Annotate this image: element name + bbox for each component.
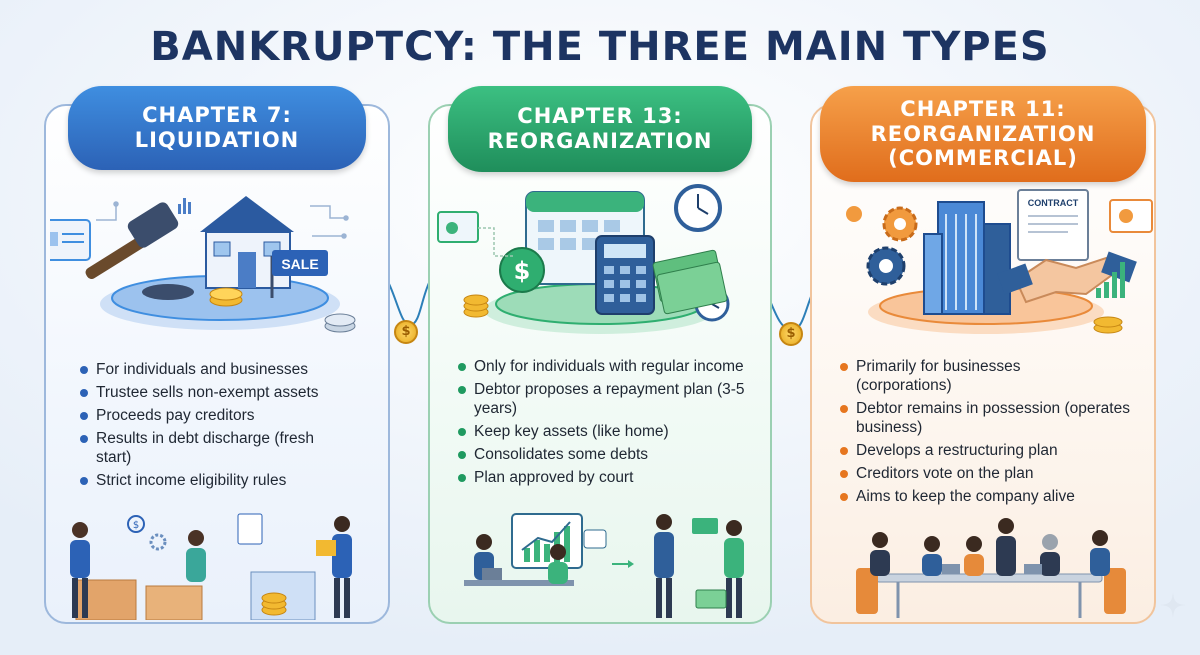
gears-icon: [846, 206, 918, 286]
chapter7-heading-line2: LIQUIDATION: [134, 128, 300, 152]
chapter13-heading: CHAPTER 13: REORGANIZATION: [448, 86, 752, 172]
chapter11-heading-line2: REORGANIZATION: [870, 121, 1096, 146]
list-item: Plan approved by court: [456, 468, 766, 487]
coin-symbol: $: [133, 520, 139, 531]
coin-symbol: $: [514, 257, 531, 285]
list-item: Proceeds pay creditors: [78, 406, 378, 425]
dollar-coin-icon: $: [779, 322, 803, 346]
browser-window-icon: [50, 219, 91, 261]
list-item: Primarily for businesses (corporations): [838, 357, 1068, 395]
list-item: Only for individuals with regular income: [456, 357, 756, 376]
list-item: Keep key assets (like home): [456, 422, 766, 441]
sparkle-icon: [1160, 592, 1186, 618]
people-working-icon: [464, 513, 744, 618]
chapter11-bullet-list: Primarily for businesses (corporations) …: [838, 357, 1150, 510]
chapter7-illustration: SALE: [50, 196, 356, 333]
list-item: Creditors vote on the plan: [838, 464, 1150, 483]
chapter7-bullet-list: For individuals and businesses Trustee s…: [78, 360, 378, 494]
meeting-table-icon: [856, 518, 1126, 618]
settings-window-icon: [1109, 199, 1153, 233]
list-item: For individuals and businesses: [78, 360, 378, 379]
chapter13-heading-line2: REORGANIZATION: [487, 129, 713, 153]
dollar-coin-icon: $: [499, 247, 545, 293]
chapter7-panel: [44, 104, 390, 624]
coins-icon: [209, 287, 356, 333]
chapter7-heading: CHAPTER 7: LIQUIDATION: [68, 86, 366, 170]
sale-sign-text: SALE: [281, 256, 318, 272]
chapter11-heading-line1: CHAPTER 11:: [900, 96, 1066, 121]
bar-chart-icon: [178, 198, 191, 214]
cash-icon: [652, 249, 728, 315]
list-item: Consolidates some debts: [456, 445, 766, 464]
list-item: Strict income eligibility rules: [78, 471, 378, 490]
list-item: Develops a restructuring plan: [838, 441, 1150, 460]
growth-chart-icon: [1096, 262, 1125, 298]
money-window-icon: [437, 211, 489, 318]
office-building-icon: [923, 201, 1011, 315]
sale-sign-icon: SALE: [270, 250, 328, 298]
list-item: Results in debt discharge (fresh start): [78, 429, 318, 467]
chapter13-illustration: $: [437, 184, 730, 334]
page-title: BANKRUPTCY: THE THREE MAIN TYPES: [150, 24, 1050, 70]
chapter11-heading: CHAPTER 11: REORGANIZATION (COMMERCIAL): [820, 86, 1146, 182]
list-item: Trustee sells non-exempt assets: [78, 383, 378, 402]
list-item: Aims to keep the company alive: [838, 487, 1150, 506]
chapter13-heading-line1: CHAPTER 13:: [517, 104, 683, 129]
contract-label: CONTRACT: [1028, 198, 1079, 208]
chapter13-bullet-list: Only for individuals with regular income…: [456, 357, 766, 491]
chapter11-heading-line3: (COMMERCIAL): [888, 146, 1078, 171]
chapter7-heading-line1: CHAPTER 7:: [142, 103, 292, 128]
chapter11-illustration: CONTRACT: [846, 189, 1153, 334]
dollar-coin-icon: $: [394, 320, 418, 344]
gavel-icon: [85, 202, 194, 300]
contract-icon: CONTRACT: [1017, 189, 1089, 261]
people-packing-icon: $: [70, 513, 352, 620]
list-item: Debtor remains in possession (operates b…: [838, 399, 1138, 437]
list-item: Debtor proposes a repayment plan (3-5 ye…: [456, 380, 756, 418]
calculator-icon: [595, 235, 655, 315]
